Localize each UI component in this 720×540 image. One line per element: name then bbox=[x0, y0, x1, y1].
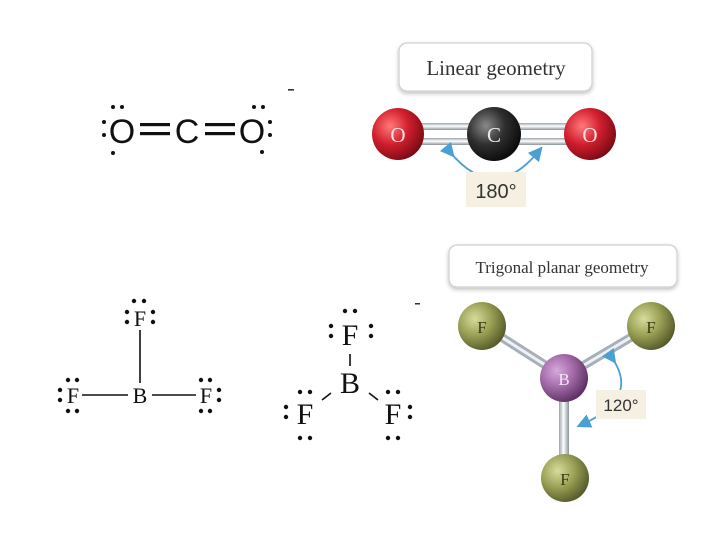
oxygen-atom-right-label: O bbox=[582, 123, 597, 147]
fluorine-atom-bottom-label: F bbox=[560, 470, 569, 489]
co2-double-bond-right bbox=[205, 123, 235, 136]
linear-geometry-label-box: Linear geometry bbox=[398, 42, 593, 92]
svg-text:180°: 180° bbox=[475, 181, 516, 203]
bf3-simple-top-fluorine: F bbox=[134, 306, 146, 331]
bf3-model: Trigonal planar geometry F F B F 120° bbox=[448, 244, 678, 502]
co2-lone-pairs-right bbox=[252, 105, 272, 154]
fluorine-atom-top-left-label: F bbox=[477, 318, 486, 337]
boron-atom bbox=[540, 354, 588, 402]
fluorine-atom-bottom bbox=[541, 454, 589, 502]
co2-double-bond-left bbox=[140, 123, 170, 136]
bf3-angled-boron: B bbox=[340, 367, 360, 400]
trigonal-planar-title: Trigonal planar geometry bbox=[475, 258, 649, 277]
bf3-angled-top-fluorine: F bbox=[342, 319, 359, 352]
bond-angled-right bbox=[368, 392, 379, 401]
co2-lewis-right-oxygen: O bbox=[239, 113, 265, 151]
bf3-simple-boron: B bbox=[133, 383, 148, 408]
fluorine-atom-top-right-label: F bbox=[646, 318, 655, 337]
oxygen-atom-right bbox=[564, 108, 616, 160]
co2-lone-pairs-left bbox=[102, 105, 124, 155]
angle-label-180: 180° bbox=[466, 172, 526, 207]
bf3-simple-lone-pairs bbox=[57, 298, 222, 414]
co2-lewis-carbon: C bbox=[175, 113, 200, 151]
linear-geometry-title: Linear geometry bbox=[426, 56, 566, 80]
bf3-angled-right-fluorine: F bbox=[385, 398, 402, 431]
trigonal-planar-label-box: Trigonal planar geometry bbox=[448, 244, 678, 288]
svg-text:120°: 120° bbox=[603, 396, 638, 415]
bf3-angled-left-fluorine: F bbox=[297, 398, 314, 431]
bf3-simple-left-fluorine: F bbox=[67, 383, 79, 408]
oxygen-atom-left bbox=[372, 108, 424, 160]
co2-lewis-left-oxygen: O bbox=[109, 113, 135, 151]
bf3-simple-right-fluorine: F bbox=[200, 383, 212, 408]
bf3-lewis-angled: F B F F bbox=[283, 303, 420, 441]
angle-label-120: 120° bbox=[596, 390, 646, 419]
fluorine-atom-top-right bbox=[627, 302, 675, 350]
stray-mark-2 bbox=[415, 303, 420, 305]
bf3-lewis-simple: F F B F bbox=[57, 298, 222, 414]
carbon-atom-label: C bbox=[487, 123, 501, 147]
oxygen-atom-left-label: O bbox=[390, 123, 405, 147]
stray-mark bbox=[288, 89, 294, 91]
co2-model: Linear geometry O C O 180° bbox=[372, 42, 616, 207]
bf3-angled-lone-pairs bbox=[283, 308, 413, 441]
bond-angled-left bbox=[321, 392, 332, 401]
co2-lewis-structure: O C O bbox=[102, 89, 294, 155]
boron-atom-label: B bbox=[558, 370, 569, 389]
fluorine-atom-top-left bbox=[458, 302, 506, 350]
